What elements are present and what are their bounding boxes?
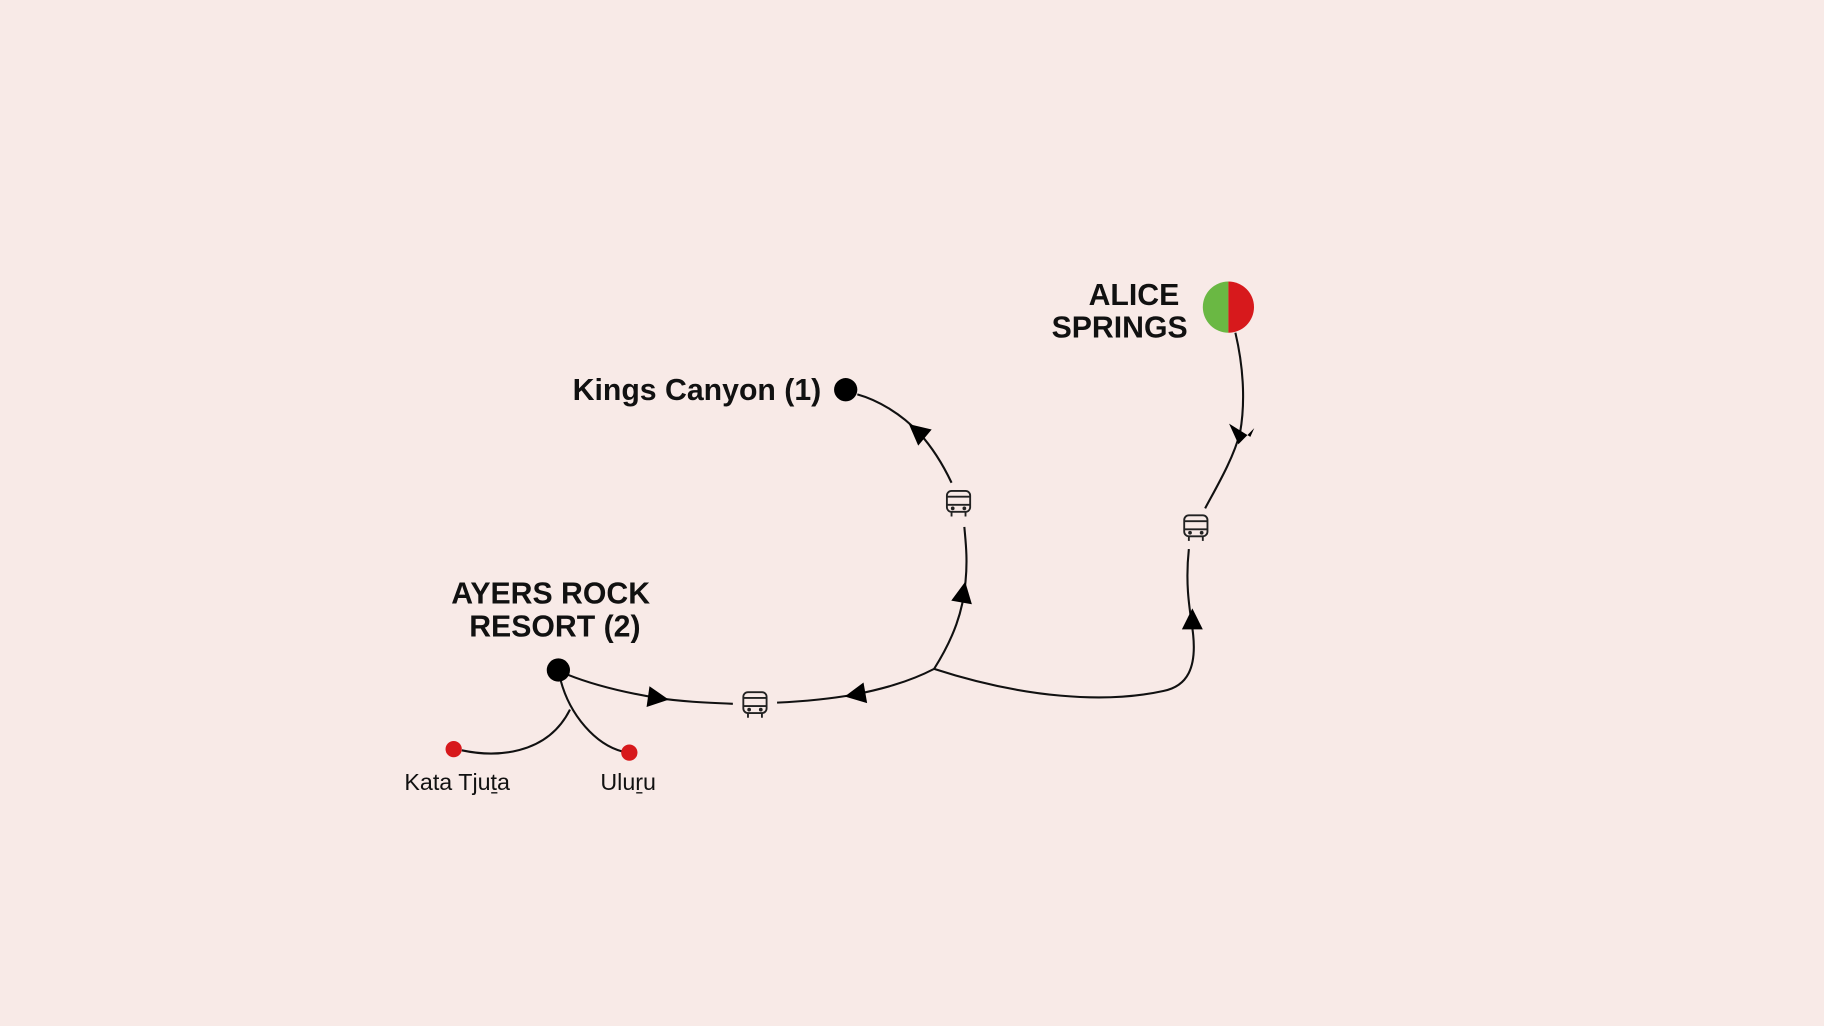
excursion-label: Kata Tjuṯa bbox=[404, 769, 510, 795]
stop-alice-springs[interactable]: ALICE SPRINGS bbox=[1052, 279, 1254, 345]
route-kings-canyon-to-bus bbox=[857, 393, 953, 484]
stop-label: AYERS ROCK RESORT (2) bbox=[451, 578, 658, 644]
direction-arrow bbox=[1181, 608, 1203, 630]
route-alice-to-bus bbox=[1204, 332, 1245, 509]
direction-arrow bbox=[1229, 423, 1255, 445]
bus-icon bbox=[1183, 514, 1209, 542]
stop-dot bbox=[546, 658, 570, 682]
stop-dot bbox=[834, 378, 858, 402]
stop-ayers-rock-resort[interactable]: AYERS ROCK RESORT (2) bbox=[451, 578, 658, 682]
route-junction-to-kings-canyon bbox=[933, 526, 968, 670]
direction-arrow bbox=[646, 686, 669, 708]
bus-icon bbox=[945, 489, 972, 518]
stop-label: Kings Canyon (1) bbox=[573, 374, 822, 407]
start-marker-half bbox=[1202, 281, 1229, 333]
stop-kings-canyon[interactable]: Kings Canyon (1) bbox=[573, 374, 858, 407]
route-ayers-to-kata-tjuta bbox=[461, 709, 571, 755]
direction-arrow bbox=[844, 682, 868, 704]
excursion-label: Uluṟu bbox=[600, 769, 656, 795]
excursion-dot bbox=[621, 744, 638, 761]
route-bus-to-junction-east bbox=[933, 548, 1195, 699]
direction-arrow bbox=[951, 581, 972, 605]
direction-arrow bbox=[908, 424, 932, 446]
stop-label: ALICE SPRINGS bbox=[1052, 279, 1188, 345]
excursion-uluru[interactable]: Uluṟu bbox=[600, 744, 656, 795]
excursion-kata-tjuta[interactable]: Kata Tjuṯa bbox=[404, 741, 510, 795]
bus-icon bbox=[742, 691, 768, 719]
end-marker-half bbox=[1228, 281, 1254, 333]
route-ayers-to-uluru bbox=[559, 680, 623, 753]
excursion-dot bbox=[445, 741, 462, 758]
